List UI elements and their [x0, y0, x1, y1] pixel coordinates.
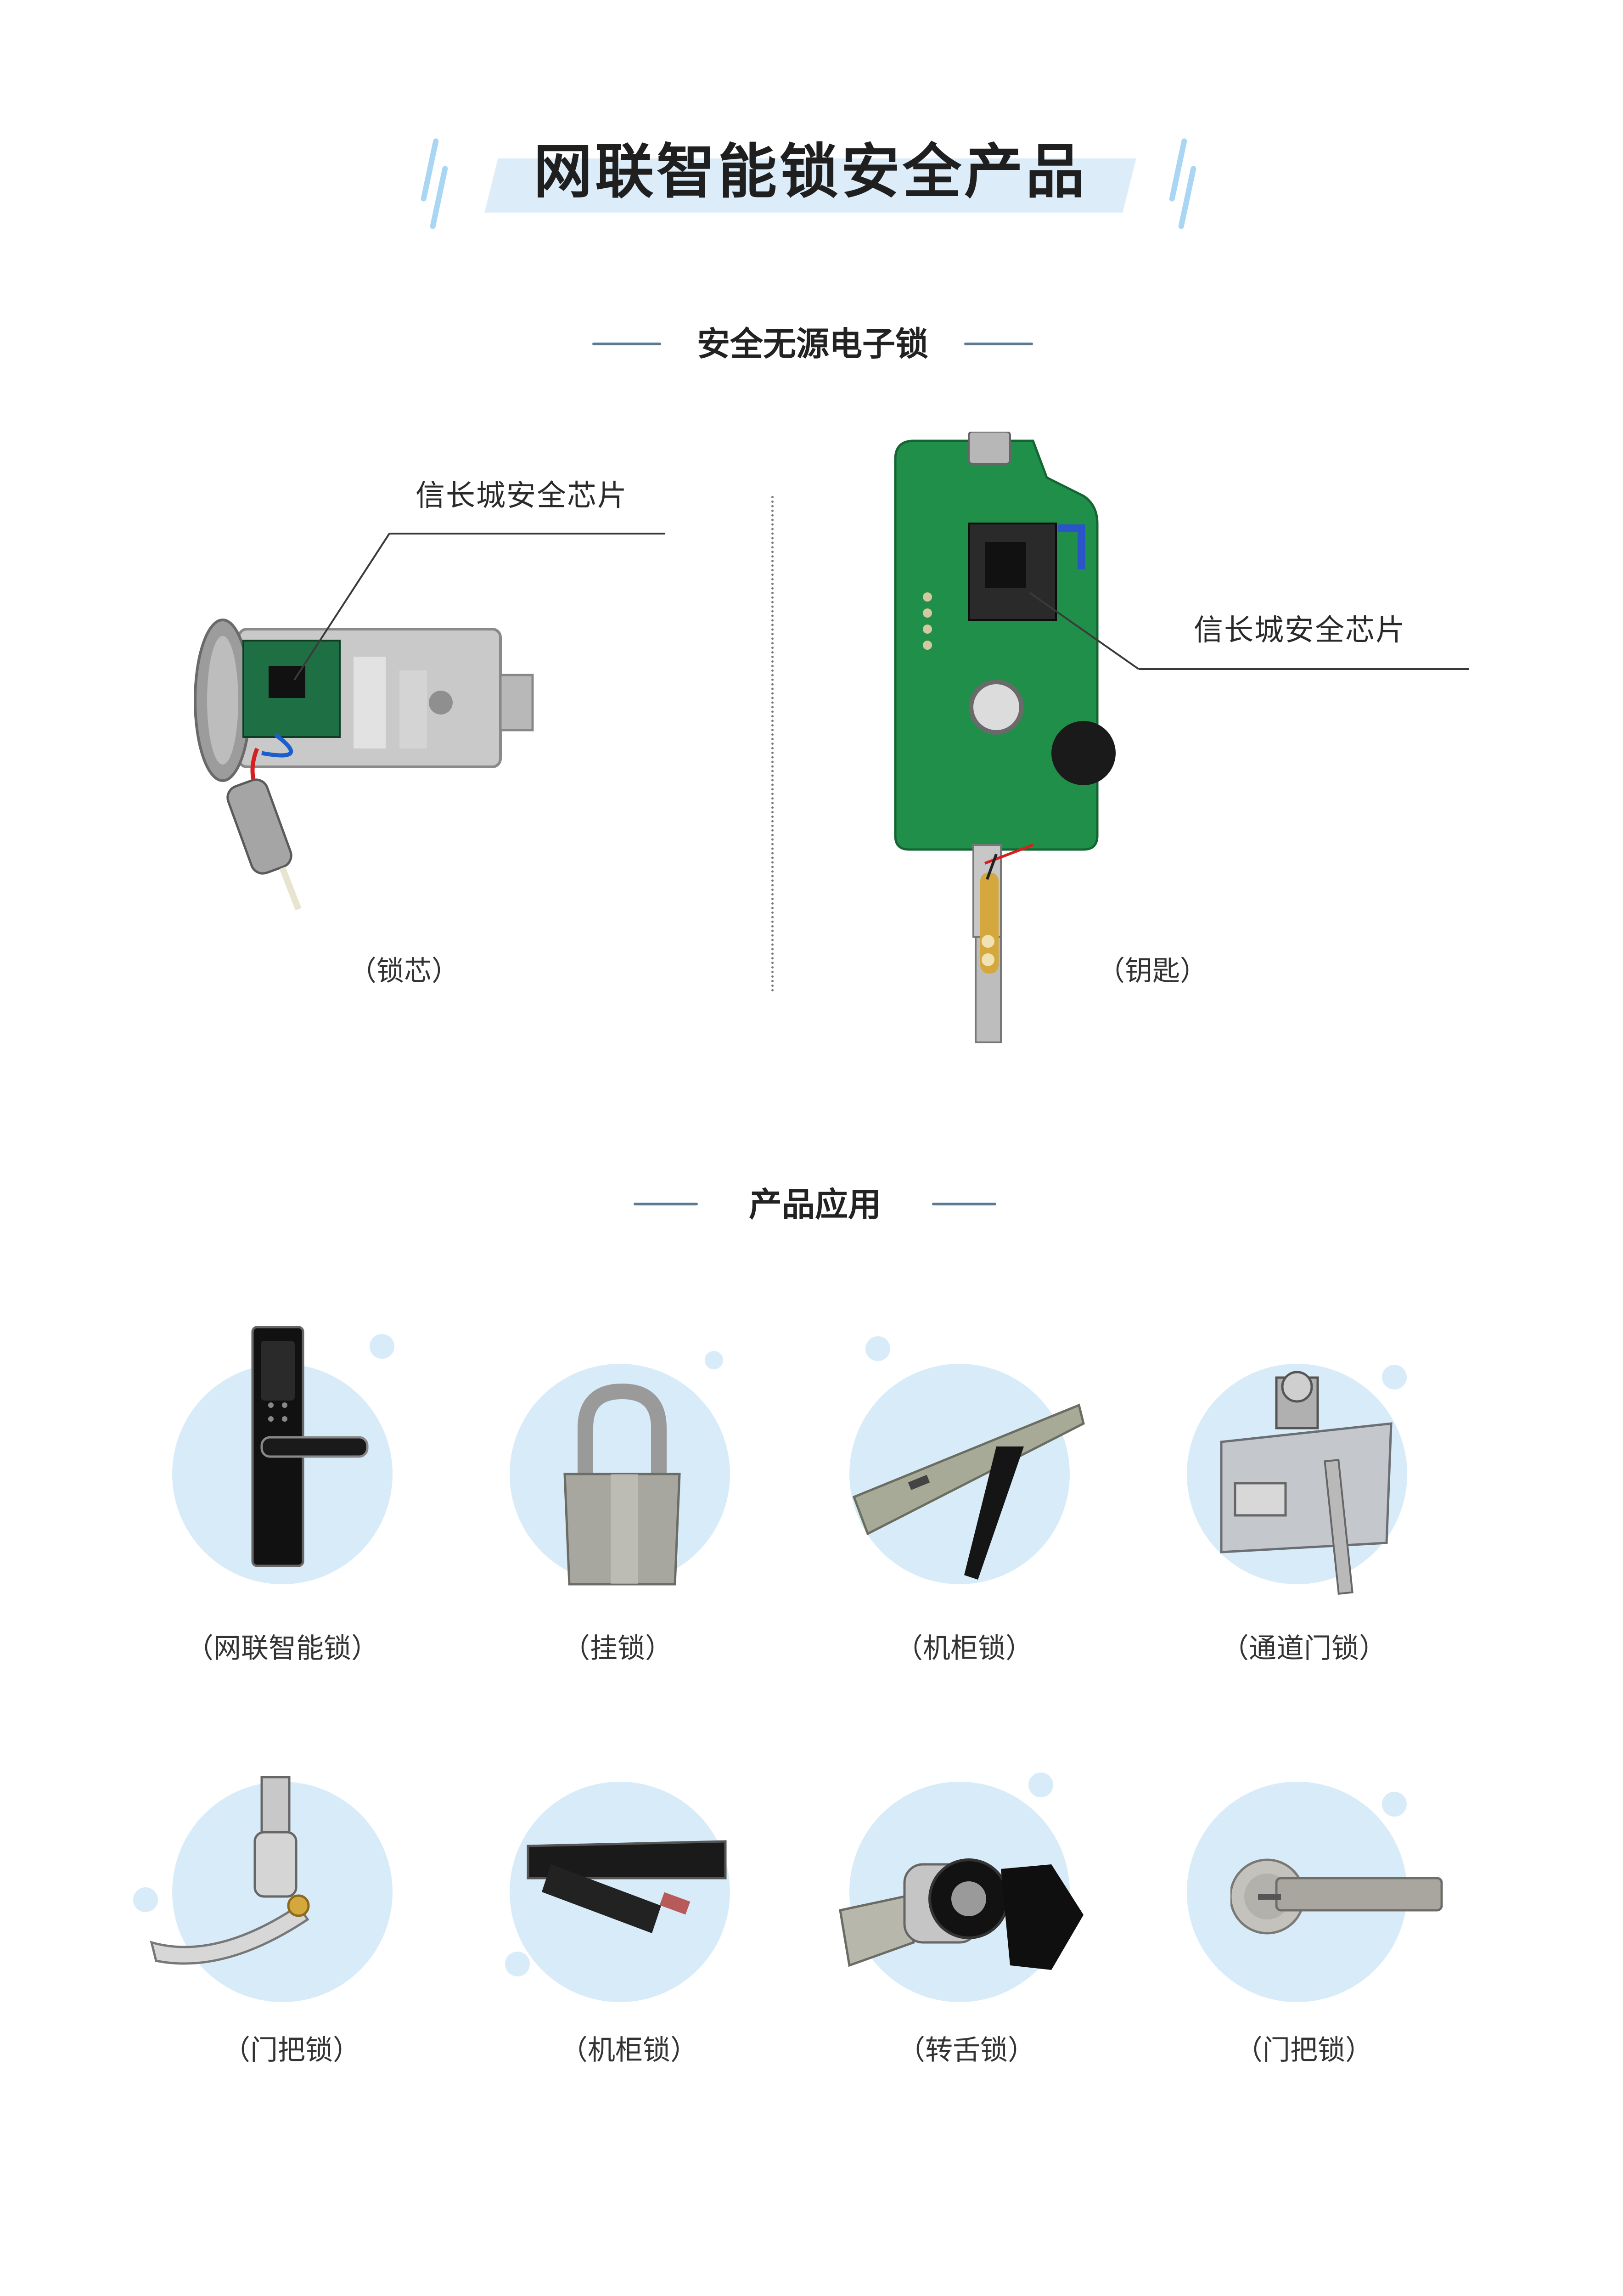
decor-slash	[429, 165, 449, 230]
decor-slash	[1168, 138, 1188, 202]
section-title-lock: 安全无源电子锁	[696, 325, 928, 363]
decor-dot	[370, 1334, 394, 1359]
chip-label-left: 信长城安全芯片	[416, 479, 628, 513]
caption-app: （机柜锁）	[560, 2034, 698, 2066]
decor-dot	[1382, 1792, 1407, 1817]
cam-lock-icon	[836, 1814, 1093, 1998]
leader-line	[1139, 668, 1469, 670]
key-pcb-image	[882, 431, 1139, 1056]
decor-dot	[705, 1351, 723, 1369]
decor-dot	[1028, 1773, 1053, 1797]
caption-app: （机柜锁）	[895, 1632, 1033, 1665]
decor-dot	[865, 1336, 890, 1361]
decor-slash	[1178, 165, 1197, 230]
page-title: 网联智能锁安全产品	[533, 138, 1087, 206]
section-line-left	[634, 1203, 698, 1205]
caption-app: （通道门锁）	[1221, 1632, 1387, 1665]
dotted-divider	[771, 496, 774, 992]
cabinet-lock-icon	[849, 1396, 1088, 1589]
caption-app: （网联智能锁）	[186, 1632, 379, 1665]
mortise-lock-icon	[1207, 1368, 1400, 1598]
cabinet-lock-2-icon	[523, 1828, 735, 1956]
leader-line	[389, 533, 665, 535]
decor-dot	[133, 1887, 158, 1912]
caption-key: （钥匙）	[1097, 955, 1207, 987]
section-title-applications: 产品应用	[748, 1185, 881, 1224]
lever-lock-icon	[1229, 1851, 1451, 1942]
caption-lock-core: （锁芯）	[349, 955, 459, 987]
chip-label-right: 信长城安全芯片	[1194, 613, 1406, 647]
decor-dot	[1382, 1365, 1407, 1390]
section-line-left	[592, 343, 661, 345]
caption-app: （挂锁）	[562, 1632, 673, 1665]
padlock-icon	[560, 1382, 684, 1593]
caption-app: （门把锁）	[1235, 2034, 1373, 2066]
decor-slash	[420, 138, 439, 202]
smart-door-lock-icon	[225, 1322, 381, 1570]
caption-app: （门把锁）	[223, 2034, 360, 2066]
caption-app: （转舌锁）	[898, 2034, 1035, 2066]
lock-cylinder-image	[184, 597, 560, 928]
section-line-right	[964, 343, 1033, 345]
decor-dot	[505, 1952, 530, 1976]
section-line-right	[932, 1203, 996, 1205]
handle-lock-icon	[147, 1768, 386, 1970]
